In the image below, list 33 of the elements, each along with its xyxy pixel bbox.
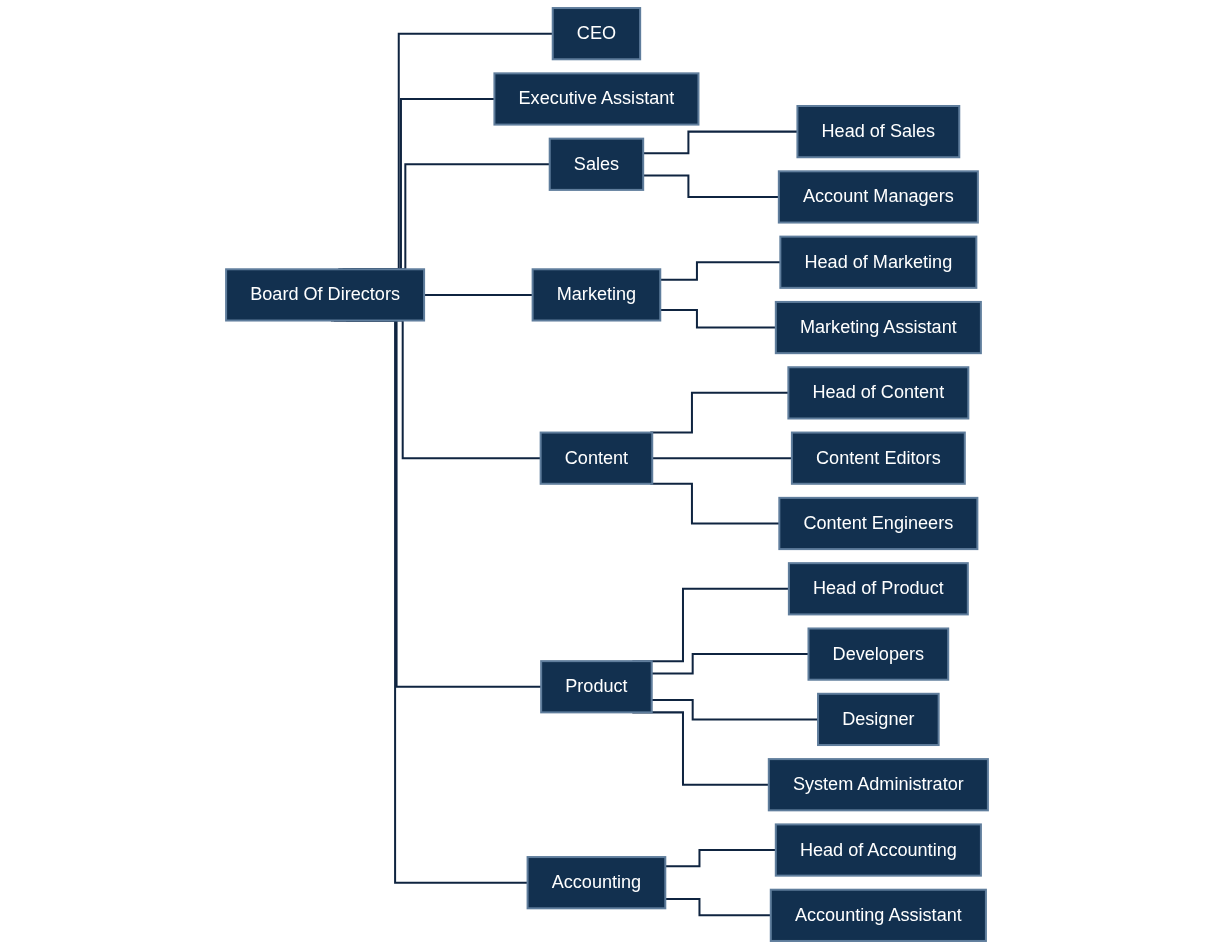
node-box: Product xyxy=(540,660,653,714)
node-box: Head of Sales xyxy=(796,105,961,159)
node-box: Head of Content xyxy=(787,366,970,420)
node-box: Accounting xyxy=(526,856,667,910)
node-box: Marketing Assistant xyxy=(774,300,982,355)
node-box: Developers xyxy=(807,627,950,681)
connector xyxy=(424,293,533,296)
connector xyxy=(652,457,792,460)
connector xyxy=(651,698,819,721)
node-box: Designer xyxy=(817,692,940,747)
node-box: Content Editors xyxy=(790,431,966,485)
node-box: Marketing xyxy=(531,268,662,322)
node-box: Head of Product xyxy=(787,562,969,616)
connector xyxy=(650,391,789,434)
connector xyxy=(643,130,798,155)
node-box: Content xyxy=(539,431,654,485)
node-box: Head of Accounting xyxy=(774,823,982,877)
node-box: Head of Marketing xyxy=(779,235,978,289)
node-box: System Administrator xyxy=(767,758,989,812)
node-box: Account Managers xyxy=(777,170,979,224)
node-box: Executive Assistant xyxy=(493,72,700,126)
node-box: Content Engineers xyxy=(778,496,979,551)
connector xyxy=(660,309,776,329)
node-box: Board Of Directors xyxy=(225,268,426,322)
connector xyxy=(665,849,776,868)
node-box: Sales xyxy=(548,137,645,191)
connector xyxy=(643,174,779,198)
connector xyxy=(650,482,780,525)
connector xyxy=(651,653,809,675)
node-box: Accounting Assistant xyxy=(769,888,987,942)
connector xyxy=(660,261,781,281)
node-box: CEO xyxy=(551,7,642,61)
connector xyxy=(665,898,771,917)
